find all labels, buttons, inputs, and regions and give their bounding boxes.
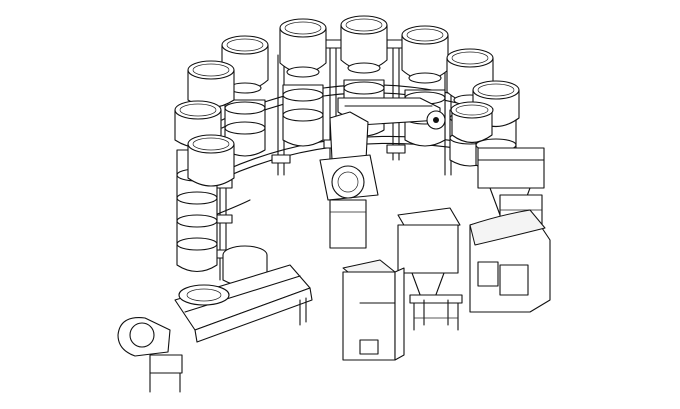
hopper-stacks-left [174,60,235,273]
hopper-stack [187,60,235,109]
hopper-stacks-upper [221,15,520,172]
hopper-stack [450,101,494,144]
control-cabinet [342,259,405,361]
dosing-station [397,207,463,331]
robot-arm [319,97,446,249]
hopper-stack [279,18,327,147]
hopper-stack [176,134,235,273]
enclosed-machine-right [469,209,551,313]
conveyor-machine-left [117,245,313,393]
hopper-stack [221,35,269,157]
